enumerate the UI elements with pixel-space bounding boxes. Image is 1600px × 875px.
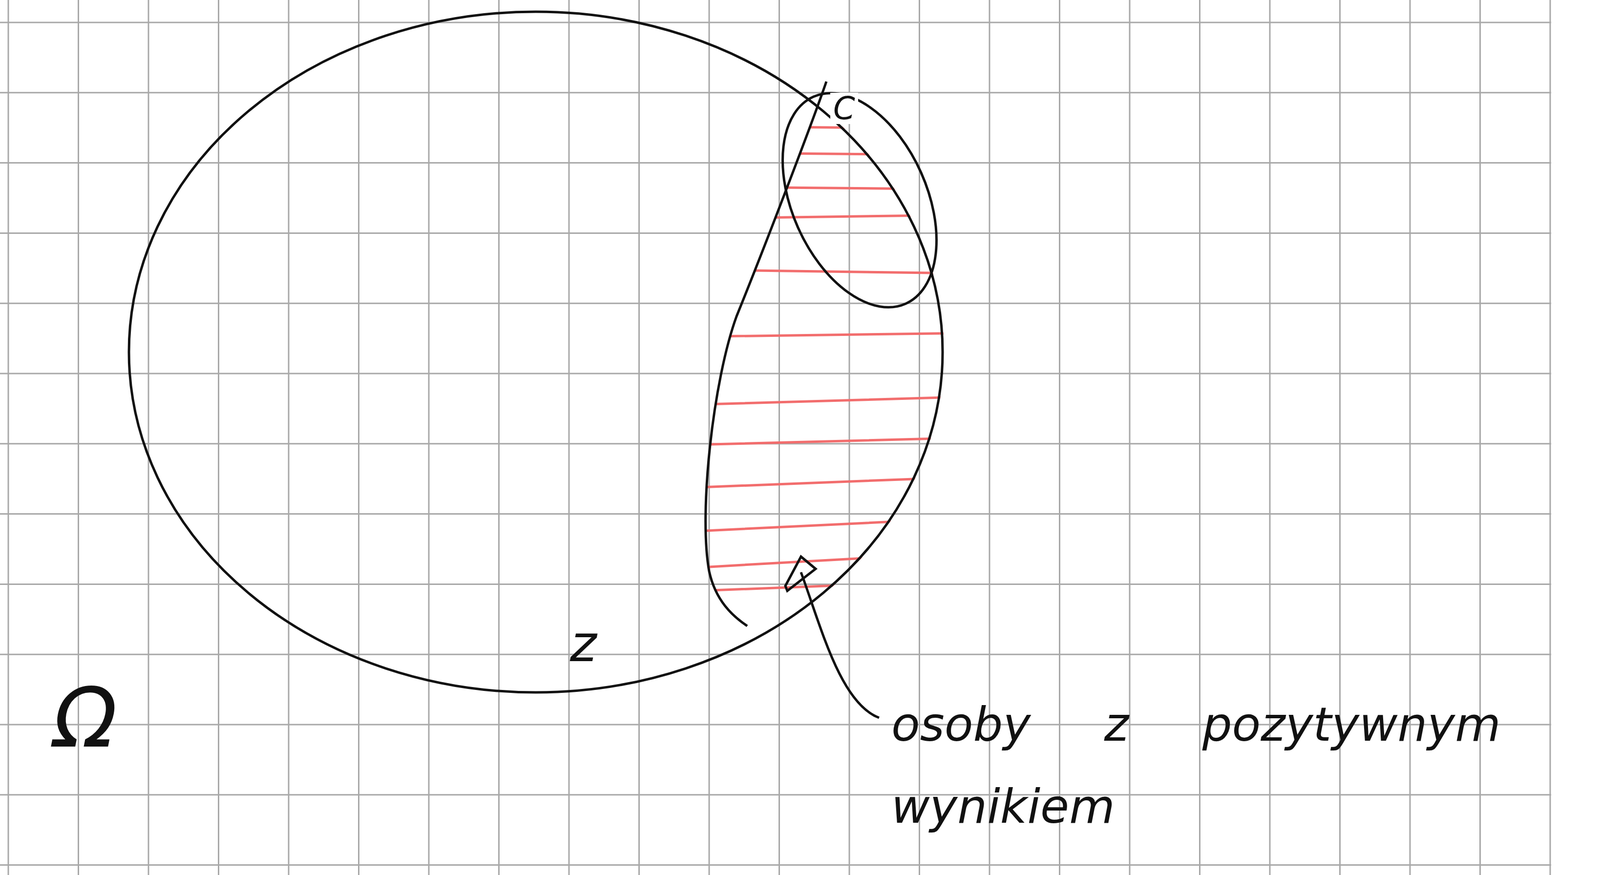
grid-line: [498, 0, 500, 875]
region-boundary: [705, 81, 827, 627]
subset-ellipse: C: [781, 78, 938, 323]
grid-line: [778, 0, 780, 875]
hatch-line: [673, 396, 977, 406]
grid-line: [638, 0, 640, 875]
hatch-line: [673, 214, 977, 219]
hatch-line: [673, 476, 977, 489]
pointer-mark: [785, 556, 816, 591]
grid-line: [0, 653, 1552, 656]
grid-line: [7, 0, 10, 875]
set-label: z: [567, 618, 600, 670]
leader-line: [800, 572, 880, 718]
grid-line: [0, 91, 1552, 94]
omega-label: Ω: [53, 676, 118, 760]
grid-line: [217, 0, 220, 875]
grid-line: [708, 0, 711, 875]
ellipse-line: [128, 11, 943, 693]
hatch-line: [673, 551, 977, 569]
grid-line: [0, 513, 1552, 515]
ellipse-outline: [781, 78, 938, 323]
grid-line: [357, 0, 360, 875]
grid-line: [147, 0, 150, 875]
hatch-line: [673, 186, 977, 190]
callout-note: osoby z pozytywnym wynikiem: [891, 683, 1576, 848]
grid-line: [0, 302, 1552, 305]
grid-line: [428, 0, 430, 875]
hatch-line: [673, 437, 977, 446]
grid-line: [0, 162, 1552, 164]
grid-line: [0, 21, 1552, 24]
set-label: C: [830, 92, 859, 125]
grid-line: [288, 0, 290, 875]
grid-line: [0, 232, 1552, 234]
grid-line: [1549, 0, 1552, 875]
grid-line: [0, 373, 1552, 375]
hatch-line: [673, 152, 977, 156]
hatch-line: [673, 126, 977, 129]
hatch-line: [673, 333, 977, 337]
hatch-line: [673, 517, 977, 533]
set-ellipse: zC: [127, 10, 945, 695]
grid-line: [0, 583, 1552, 586]
ellipse-outline: [127, 10, 945, 695]
grid-line: [0, 864, 1552, 866]
grid-line: [0, 794, 1552, 796]
hatched-region: [673, 126, 977, 592]
grid-line: [848, 0, 851, 875]
ellipse-line: [752, 69, 968, 332]
grid-line: [568, 0, 570, 875]
